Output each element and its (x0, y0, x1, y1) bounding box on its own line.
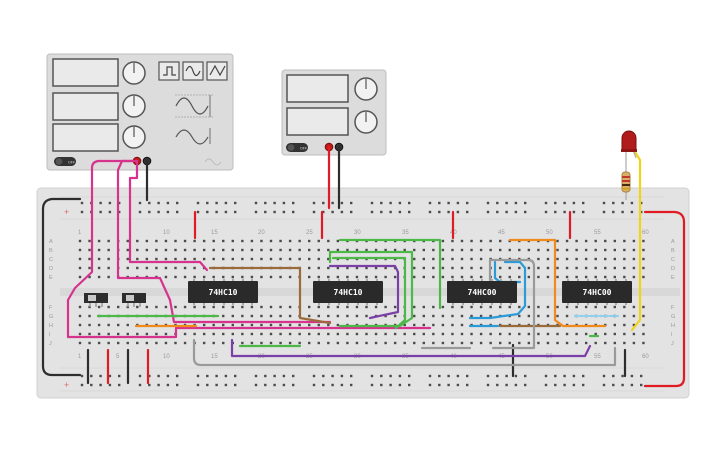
svg-text:F: F (49, 305, 53, 311)
square-wave-icon (163, 66, 176, 76)
slide-switch-1[interactable] (84, 293, 108, 307)
svg-text:J: J (671, 341, 674, 347)
wire-red (643, 210, 686, 388)
function-generator[interactable]: OFF (46, 53, 234, 171)
svg-text:H: H (49, 323, 53, 329)
svg-text:55: 55 (594, 354, 601, 360)
svg-text:C: C (671, 257, 675, 263)
fg-display-1 (52, 58, 119, 87)
ps-display-voltage (286, 74, 349, 103)
svg-text:B: B (671, 248, 675, 254)
wire-black (41, 197, 82, 377)
chip-4-label: 74HC00 (583, 288, 612, 297)
chip-4[interactable]: 74HC00 (562, 279, 632, 305)
wire-green (328, 250, 414, 328)
wire-purple (328, 264, 400, 320)
svg-text:45: 45 (498, 230, 505, 236)
svg-text:D: D (671, 266, 675, 272)
svg-text:E: E (49, 275, 53, 281)
wire-brown (208, 266, 332, 325)
wires[interactable] (41, 145, 686, 388)
row-letters-right: A B C D E F G H I J (671, 239, 675, 347)
wire-purple (230, 338, 592, 358)
wire-green (331, 256, 407, 330)
svg-text:A: A (671, 239, 675, 245)
svg-text:C: C (49, 257, 53, 263)
svg-text:10: 10 (163, 354, 170, 360)
svg-text:35: 35 (402, 230, 409, 236)
wire-green (338, 238, 442, 310)
column-numbers-top: 1 10 15 20 25 30 35 40 45 50 55 60 (78, 230, 649, 236)
svg-text:B: B (49, 248, 53, 254)
chip-2-label: 74HC10 (334, 288, 363, 297)
slide-switch-2[interactable] (122, 293, 146, 307)
svg-text:5: 5 (116, 354, 120, 360)
wire-magenta (66, 159, 432, 339)
svg-text:G: G (671, 314, 675, 320)
svg-text:55: 55 (594, 230, 601, 236)
square-wave-button[interactable] (158, 61, 180, 81)
chip-3-label: 74HC00 (468, 288, 497, 297)
svg-text:J: J (49, 341, 52, 347)
ps-display-current (286, 107, 349, 136)
svg-text:10: 10 (163, 230, 170, 236)
fg-brand-wave (204, 158, 222, 166)
fg-display-3 (52, 123, 119, 152)
chip-3[interactable]: 74HC00 (447, 279, 517, 305)
chip-1-label: 74HC10 (209, 288, 238, 297)
chip-2[interactable]: 74HC10 (313, 279, 383, 305)
wire-gray (192, 338, 617, 367)
wire-yellow (630, 150, 642, 332)
svg-text:20: 20 (258, 230, 265, 236)
svg-text:F: F (671, 305, 675, 311)
svg-text:G: G (49, 314, 53, 320)
svg-text:D: D (49, 266, 53, 272)
rail-sign-top: + (64, 207, 69, 217)
ps-power-label: OFF (300, 146, 307, 150)
wire-magenta (128, 159, 209, 272)
svg-text:E: E (671, 275, 675, 281)
fg-power-label: OFF (68, 160, 75, 164)
fg-display-2 (52, 92, 119, 121)
svg-text:25: 25 (306, 230, 313, 236)
resistor[interactable] (621, 171, 631, 193)
power-supply[interactable]: OFF (281, 69, 387, 156)
wire-gray (488, 258, 536, 350)
wire-orange (508, 238, 607, 328)
svg-text:H: H (671, 323, 675, 329)
chip-1[interactable]: 74HC10 (188, 279, 258, 305)
triangle-wave-icon (209, 64, 226, 77)
amplitude-sine-icon (175, 97, 209, 115)
row-letters-left: A B C D E F G H I J (49, 239, 53, 347)
wire-magenta (116, 159, 332, 324)
svg-text:30: 30 (354, 230, 361, 236)
svg-text:1: 1 (78, 354, 82, 360)
offset-sine-icon (175, 129, 209, 145)
svg-text:60: 60 (642, 354, 649, 360)
svg-text:I: I (49, 332, 51, 338)
wire-blue (468, 260, 527, 320)
svg-text:I: I (671, 332, 673, 338)
svg-text:50: 50 (546, 230, 553, 236)
svg-text:60: 60 (642, 230, 649, 236)
svg-text:15: 15 (211, 230, 218, 236)
svg-text:1: 1 (78, 230, 82, 236)
sine-wave-icon (185, 65, 201, 77)
triangle-wave-button[interactable] (206, 61, 228, 81)
svg-text:15: 15 (211, 354, 218, 360)
breadboard-holes[interactable] (78, 201, 645, 387)
rail-sign-bottom: + (64, 380, 69, 390)
svg-text:A: A (49, 239, 53, 245)
